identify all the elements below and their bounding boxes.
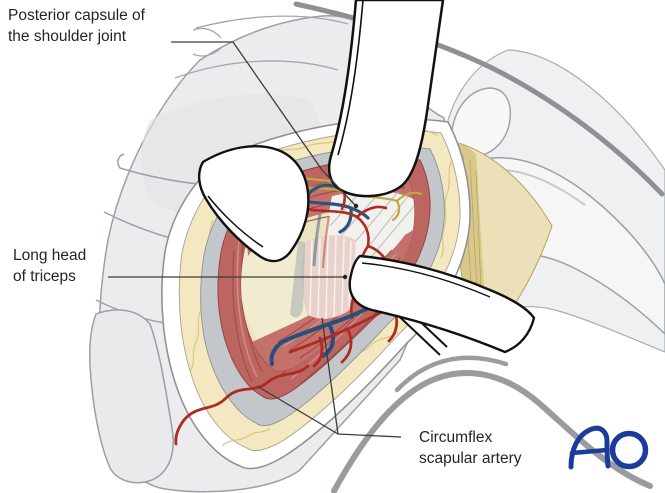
leader-circumflex <box>256 317 402 438</box>
label-posterior-capsule-line2: the shoulder joint <box>8 28 127 45</box>
medial-skin-flap <box>89 309 174 484</box>
label-long-head-of-triceps: Long head of triceps <box>13 245 86 287</box>
label-long-head-line2: of triceps <box>13 268 76 285</box>
ao-logo-letter-a-bar <box>569 447 610 456</box>
leader-dot-triceps <box>342 274 348 280</box>
label-circumflex-line1: Circumflex <box>419 429 493 446</box>
top-retractor <box>327 0 445 198</box>
ao-logo <box>564 420 656 486</box>
upper-arm-humerus <box>447 49 665 353</box>
label-posterior-capsule: Posterior capsule of the shoulder joint <box>8 5 145 47</box>
leader-lines <box>108 41 402 438</box>
ao-logo-letter-a <box>568 425 611 470</box>
left-retractor <box>198 145 310 263</box>
leader-posterior-capsule <box>171 41 356 206</box>
label-long-head-line1: Long head <box>13 247 87 264</box>
leader-dot-capsule <box>353 203 359 209</box>
right-retractor <box>348 254 536 354</box>
ao-logo-letter-o <box>609 430 649 470</box>
label-circumflex-scapular-artery: Circumflex scapular artery <box>419 427 522 469</box>
label-circumflex-line2: scapular artery <box>419 450 522 467</box>
label-posterior-capsule-line1: Posterior capsule of <box>8 7 145 24</box>
retractors <box>198 0 536 356</box>
